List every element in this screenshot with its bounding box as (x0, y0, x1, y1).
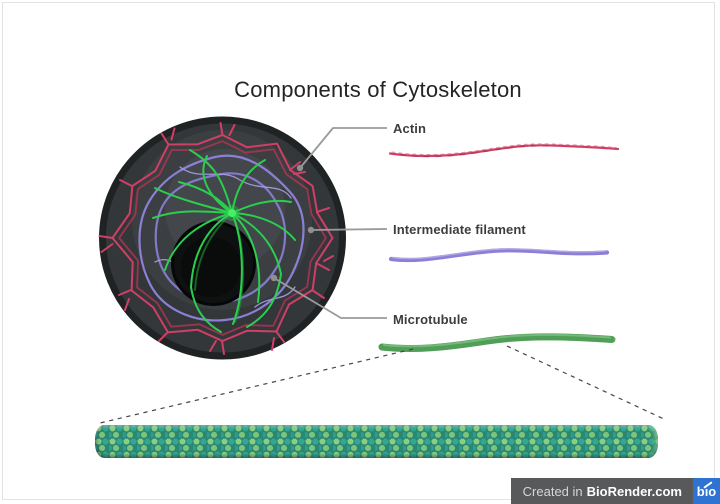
actin-filaments (98, 122, 334, 355)
actin-filament-sample (388, 143, 620, 158)
microtubule-zoomed-illustration (95, 425, 658, 458)
intermediate-filament-label: Intermediate filament (393, 222, 526, 237)
intermediate-filament-leader-dot (307, 226, 315, 234)
actin-leader-dot (296, 164, 304, 172)
figure-title: Components of Cytoskeleton (234, 77, 522, 102)
leader-lines (270, 127, 388, 319)
biorender-logo-text: bıo (696, 483, 717, 499)
microtubule-array (152, 149, 296, 333)
zoom-projection-lines (99, 345, 667, 424)
badge-prefix: Created in (522, 483, 583, 499)
actin-label: Actin (393, 121, 426, 136)
badge-brand: BioRender.com (586, 483, 682, 499)
microtubule-leader-line (273, 277, 387, 319)
projection-line-right (506, 345, 667, 421)
microtubule-sample (378, 333, 616, 353)
biorender-logo-icon[interactable]: bıo (693, 478, 720, 504)
actin-leader-line (299, 127, 387, 169)
intermediate-filament-sample (388, 248, 610, 263)
cell-illustration (98, 116, 346, 360)
projection-line-left (99, 348, 414, 424)
microtubule-label: Microtubule (393, 312, 468, 327)
intermediate-filament-leader-line (310, 228, 388, 231)
microtubule-leader-dot (270, 274, 278, 282)
